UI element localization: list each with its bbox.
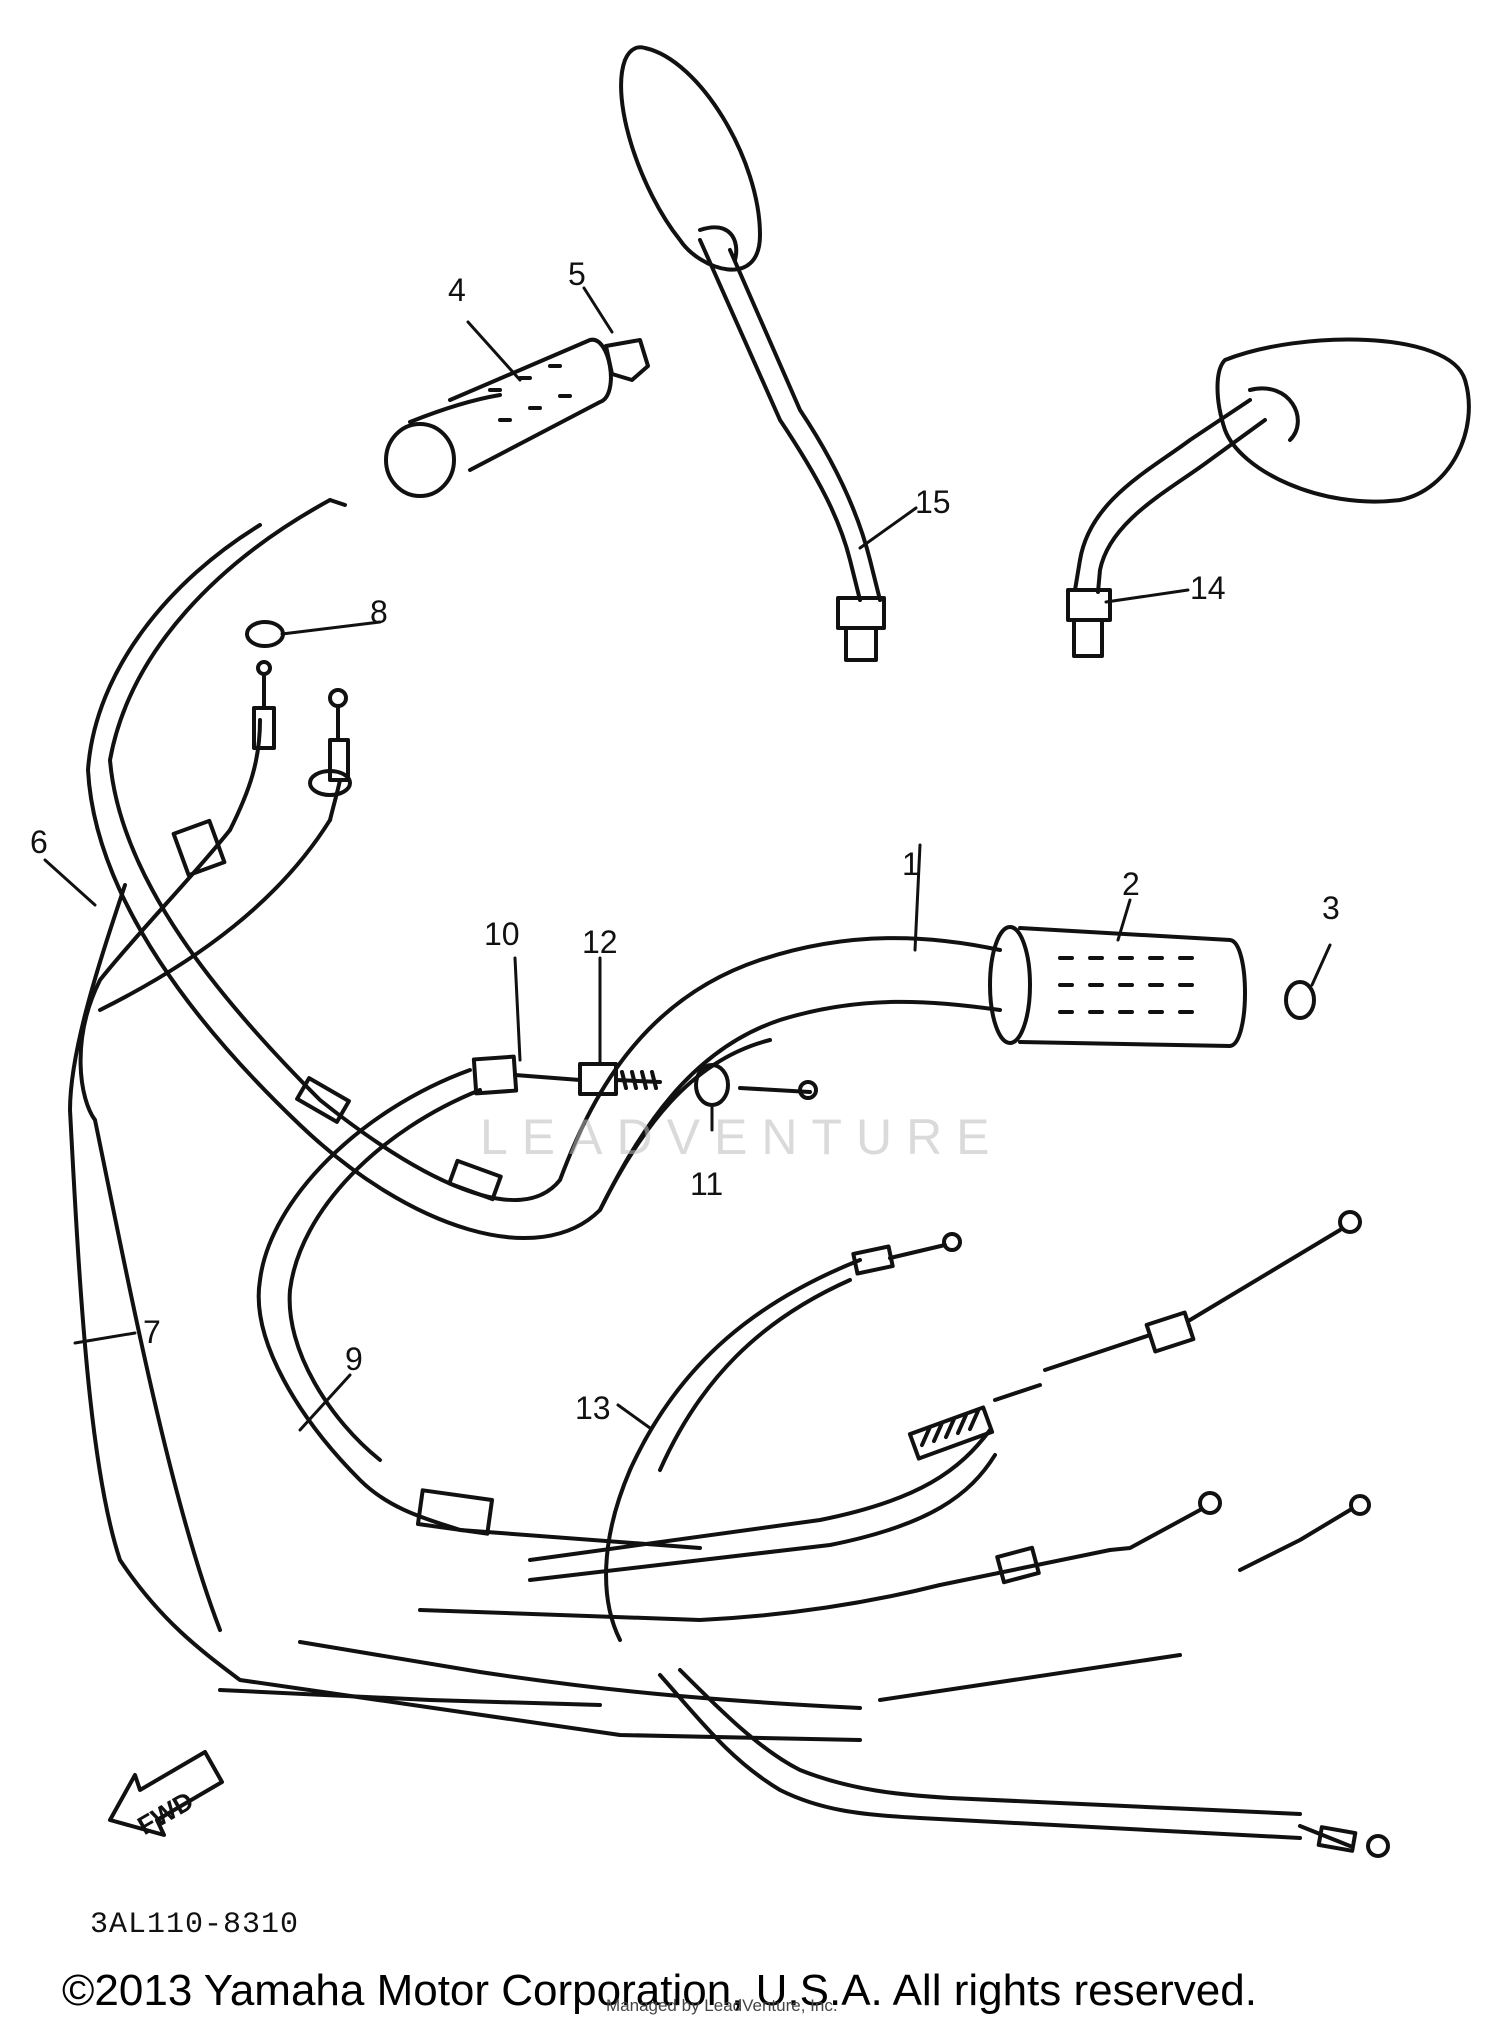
right-mirror — [1066, 337, 1471, 658]
callout-4: 4 — [448, 272, 466, 308]
part-8 — [245, 620, 285, 648]
drawing-code: 3AL110-8310 — [90, 1908, 300, 1942]
throttle-cable — [528, 1210, 1362, 1582]
callout-10: 10 — [484, 916, 520, 952]
callout-15: 15 — [915, 484, 951, 520]
cable-6 — [68, 660, 862, 1742]
right-grip — [988, 925, 1247, 1048]
adjuster-10-12 — [471, 1054, 818, 1107]
callout-14: 14 — [1190, 570, 1226, 606]
leader-lines — [43, 286, 1332, 1432]
cable-13 — [604, 1232, 962, 1642]
callout-6: 6 — [30, 824, 48, 860]
copyright: ©2013 Yamaha Motor Corporation, U.S.A. A… — [62, 1966, 1257, 2015]
cable-9 — [256, 1068, 702, 1550]
fwd-arrow — [108, 1750, 224, 1837]
handlebar — [86, 498, 1002, 1240]
leadventure-note: Managed by LeadVenture, Inc. — [606, 1996, 838, 2015]
callout-11: 11 — [690, 1166, 724, 1202]
callout-9: 9 — [345, 1341, 363, 1377]
callout-1: 1 — [902, 846, 920, 882]
callout-8: 8 — [370, 594, 388, 630]
lower-cables — [218, 1491, 1390, 1858]
left-grip — [384, 337, 613, 498]
callout-3: 3 — [1322, 890, 1340, 926]
watermark: LEADVENTURE — [480, 1109, 1004, 1165]
callout-7: 7 — [143, 1314, 161, 1350]
callout-5: 5 — [568, 256, 586, 292]
handlebar-clamps — [295, 1076, 503, 1202]
callout-2: 2 — [1122, 866, 1140, 902]
clutch-cable — [98, 688, 352, 1012]
grip-end — [604, 338, 650, 382]
callout-13: 13 — [575, 1390, 611, 1426]
left-mirror — [619, 45, 886, 662]
callout-12: 12 — [582, 924, 618, 960]
bar-end — [1284, 980, 1316, 1020]
